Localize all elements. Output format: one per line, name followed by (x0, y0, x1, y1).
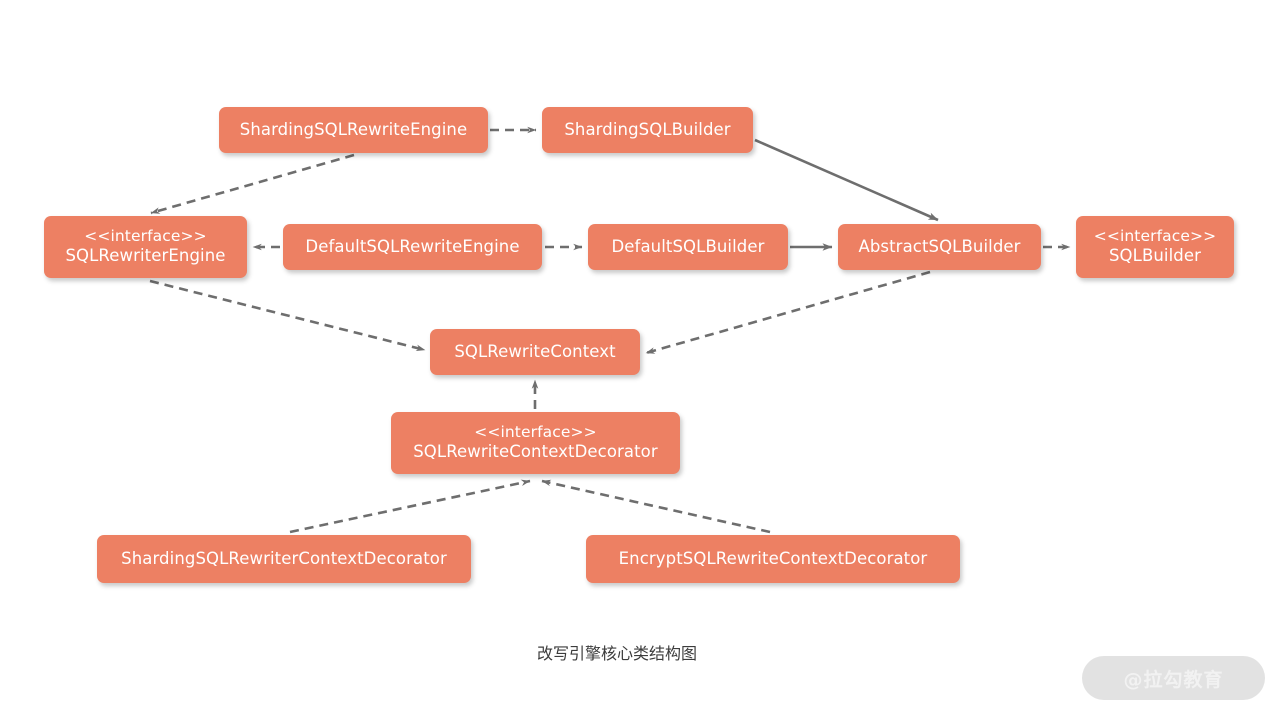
class-node-sql_rewriter_engine[interactable]: <<interface>>SQLRewriterEngine (44, 216, 247, 278)
edge-sql_rewriter_engine-to-sql_rewrite_context (149, 279, 426, 352)
class-node-sql_rewrite_context[interactable]: SQLRewriteContext (430, 329, 640, 375)
class-node-default_sql_builder[interactable]: DefaultSQLBuilder (588, 224, 788, 270)
class-node-sharding_sql_builder[interactable]: ShardingSQLBuilder (542, 107, 753, 153)
class-name-label: EncryptSQLRewriteContextDecorator (618, 548, 928, 568)
diagram-caption: 改写引擎核心类结构图 (537, 644, 698, 663)
class-name-label: DefaultSQLRewriteEngine (305, 236, 520, 256)
class-node-sql_rewrite_ctx_decorator[interactable]: <<interface>>SQLRewriteContextDecorator (391, 412, 680, 474)
class-node-abstract_sql_builder[interactable]: AbstractSQLBuilder (838, 224, 1041, 270)
stereotype-label: <<interface>> (84, 227, 207, 246)
class-name-label: AbstractSQLBuilder (858, 236, 1021, 256)
class-node-sql_builder[interactable]: <<interface>>SQLBuilder (1076, 216, 1234, 278)
class-node-encrypt_ctx_decorator[interactable]: EncryptSQLRewriteContextDecorator (586, 535, 960, 583)
class-name-label: SQLRewriteContext (454, 341, 616, 361)
class-name-label: SQLRewriterEngine (65, 246, 226, 266)
edge-sharding_ctx_decorator-to-sql_rewrite_ctx_decorator (289, 479, 531, 534)
class-name-label: SQLRewriteContextDecorator (413, 442, 658, 462)
class-name-label: SQLBuilder (1108, 246, 1201, 266)
edge-encrypt_ctx_decorator-to-sql_rewrite_ctx_decorator (541, 479, 771, 534)
stereotype-label: <<interface>> (1093, 227, 1217, 246)
class-node-default_rewrite_engine[interactable]: DefaultSQLRewriteEngine (283, 224, 542, 270)
class-name-label: ShardingSQLBuilder (564, 119, 731, 139)
edge-abstract_sql_builder-to-sql_rewrite_context (645, 270, 931, 355)
class-node-sharding_rewrite_engine[interactable]: ShardingSQLRewriteEngine (219, 107, 488, 153)
class-node-sharding_ctx_decorator[interactable]: ShardingSQLRewriterContextDecorator (97, 535, 471, 583)
watermark-badge: @拉勾教育 (1082, 656, 1265, 700)
stereotype-label: <<interface>> (474, 423, 597, 442)
class-name-label: ShardingSQLRewriteEngine (239, 119, 468, 139)
class-name-label: ShardingSQLRewriterContextDecorator (121, 548, 447, 568)
edge-sharding_rewrite_engine-to-sql_rewriter_engine (150, 153, 355, 215)
edge-sharding_sql_builder-to-abstract_sql_builder (754, 138, 939, 222)
class-name-label: DefaultSQLBuilder (611, 236, 765, 256)
